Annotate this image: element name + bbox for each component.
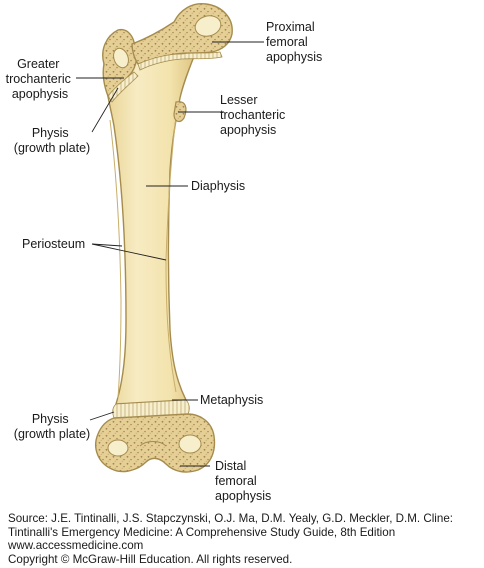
greater-trochanter-cavity [113, 47, 129, 69]
physis-upper-greater [107, 71, 139, 103]
source-line-title: Tintinalli's Emergency Medicine: A Compr… [8, 525, 396, 539]
label-proximal-femoral-apophysis: Proximal femoral apophysis [266, 20, 322, 64]
label-periosteum: Periosteum [22, 237, 85, 251]
femoral-head-cavity [194, 15, 222, 37]
distal-cavity-right [178, 434, 202, 454]
leader-physis-lower [89, 411, 115, 421]
physis-upper-head [137, 51, 223, 71]
label-distal-femoral-apophysis: Distal femoral apophysis [215, 459, 271, 503]
label-lesser-trochanteric-apophysis: Lesser trochanteric apophysis [220, 93, 289, 137]
source-line-website: www.accessmedicine.com [8, 539, 144, 553]
source-line-authors: Source: J.E. Tintinalli, J.S. Stapczynsk… [8, 512, 453, 525]
leader-periosteum-right [91, 243, 167, 261]
label-diaphysis: Diaphysis [191, 179, 245, 193]
leader-lines [76, 41, 264, 467]
leader-physis-upper [91, 87, 119, 133]
label-physis-upper: Physis (growth plate) [14, 126, 90, 155]
label-physis-lower: Physis (growth plate) [14, 412, 90, 441]
source-citation: Source: J.E. Tintinalli, J.S. Stapczynsk… [8, 512, 484, 566]
intercondylar-notch [139, 441, 167, 447]
distal-femoral-apophysis [95, 413, 216, 473]
label-greater-trochanteric-apophysis: Greater trochanteric apophysis [6, 57, 75, 101]
distal-cavity-left [107, 439, 129, 457]
source-line-copyright: Copyright © McGraw-Hill Education. All r… [8, 552, 293, 566]
periosteum-line-left [109, 119, 122, 399]
label-metaphysis: Metaphysis [200, 393, 263, 407]
femur-diagram: Proximal femoral apophysis Greater troch… [6, 3, 322, 503]
leader-periosteum-left [91, 243, 123, 247]
